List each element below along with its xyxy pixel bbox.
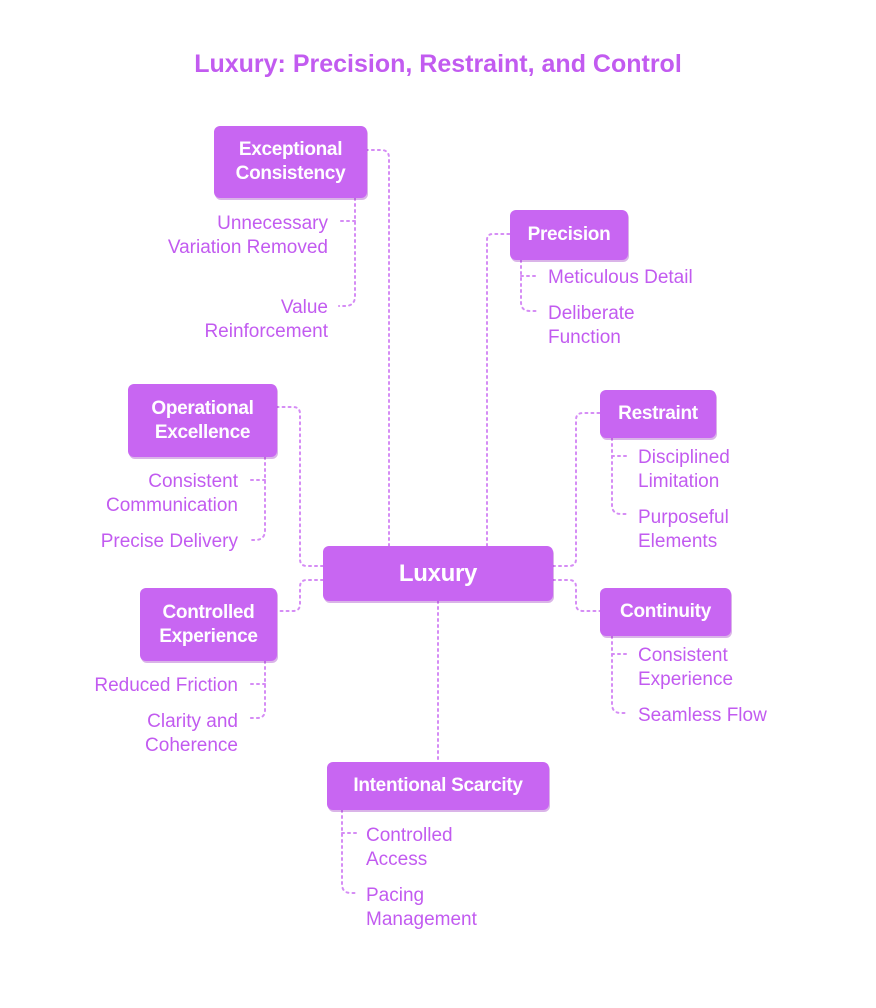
link-continuity [552,579,601,612]
node-exceptional-consistency: Exceptional Consistency [214,126,367,198]
diagram-title: Luxury: Precision, Restraint, and Contro… [194,50,682,78]
link-controlled-experience [276,579,324,612]
node-intentional-scarcity: Intentional Scarcity [327,762,549,810]
leaf-meticulous-detail: Meticulous Detail [548,267,693,288]
leaf-seamless-flow: Seamless Flow [638,705,767,726]
leaf-value-reinforcement: Value Reinforcement [204,297,328,342]
node-operational-excellence: Operational Excellence [128,384,277,457]
leaf-purposeful-elements: Purposeful Elements [638,507,729,552]
node-precision: Precision [510,210,628,260]
leaf-disciplined-limitation: Disciplined Limitation [638,447,730,492]
leaf-clarity-and-coherence: Clarity and Coherence [145,711,238,756]
leaf-link-pr [520,259,537,312]
link-precision [486,233,511,547]
node-restraint: Restraint [600,390,716,438]
leaf-deliberate-function: Deliberate Function [548,303,635,348]
leaf-link-rs [611,437,628,515]
leaf-unnecessary-variation-removed: Unnecessary Variation Removed [167,213,328,258]
leaf-link-ec [338,197,356,307]
leaf-consistent-experience: Consistent Experience [638,645,734,690]
node-continuity: Continuity [600,588,731,636]
center-node-luxury: Luxury [323,546,553,601]
leaf-precise-delivery: Precise Delivery [100,531,238,552]
leaf-link-ce [248,660,266,719]
leaf-link-oe [248,456,266,541]
leaf-consistent-communication: Consistent Communication [106,471,238,516]
leaf-link-is [341,809,357,894]
leaf-pacing-management: Pacing Management [366,885,477,930]
leaf-link-ct [611,635,628,714]
node-controlled-experience: Controlled Experience [140,588,277,661]
link-operational-excellence [276,406,324,567]
leaf-controlled-access: Controlled Access [366,825,453,870]
link-restraint [552,412,601,567]
leaf-reduced-friction: Reduced Friction [94,675,238,696]
link-exceptional-consistency [366,149,390,547]
